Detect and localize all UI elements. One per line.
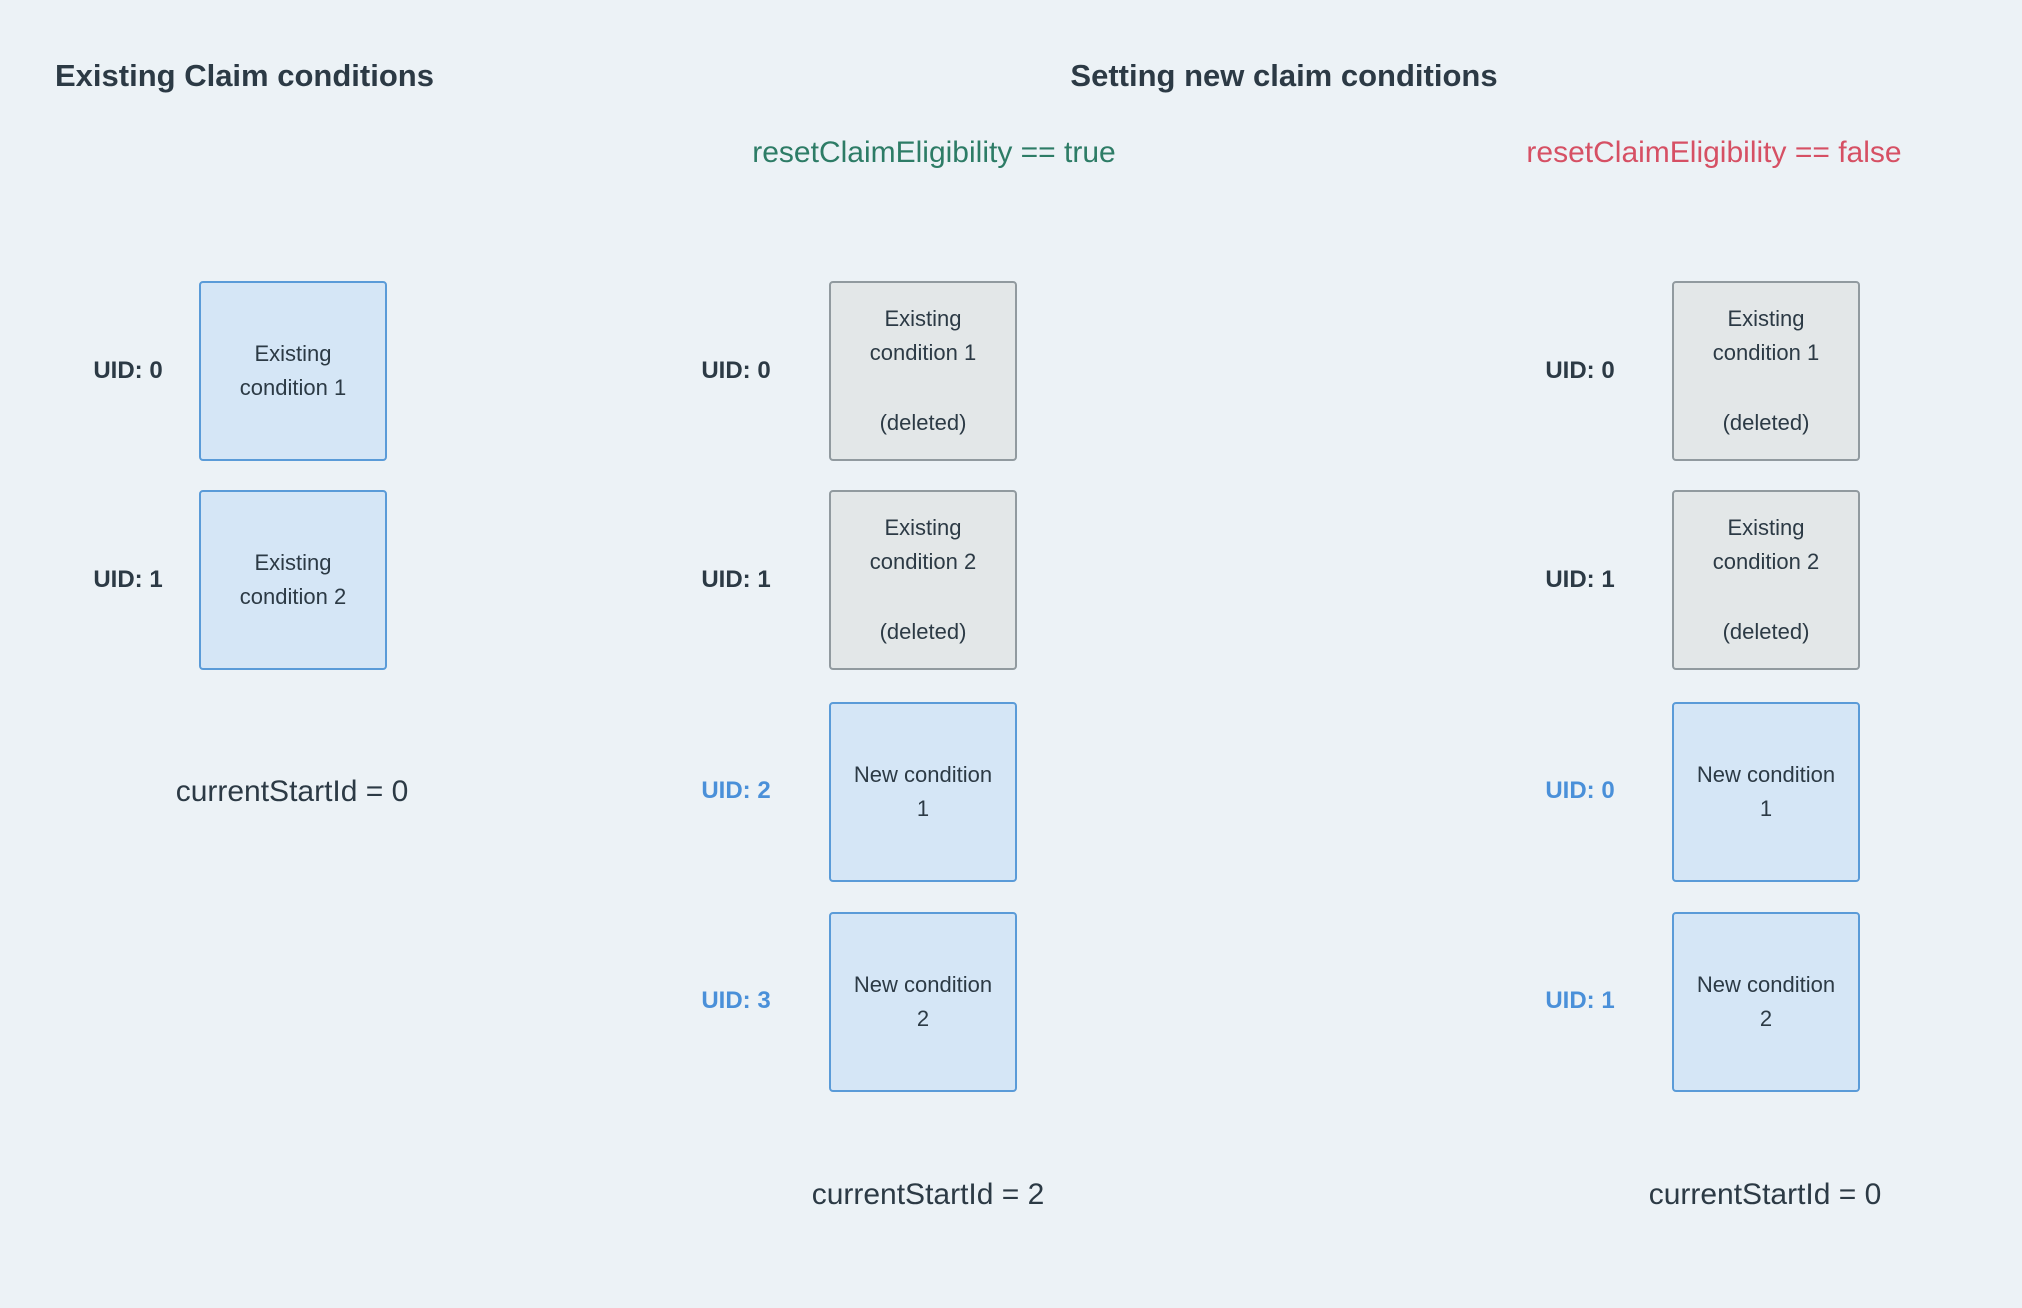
condition-deleted-status: (deleted) <box>1722 410 1810 435</box>
condition-box-label: Existing condition 1 <box>1712 306 1820 365</box>
uid-label: UID: 1 <box>701 566 771 593</box>
condition-box-label: Existing condition 2 <box>869 515 977 574</box>
condition-box-label: Existing condition 1 <box>239 341 347 400</box>
condition-box-label: Existing condition 1 <box>869 306 977 365</box>
uid-label: UID: 2 <box>701 777 771 804</box>
title-existing-claim-conditions: Existing Claim conditions <box>55 58 434 93</box>
condition-box: Existing condition 1 (deleted) <box>1672 281 1860 461</box>
condition-box: Existing condition 2 <box>199 490 387 670</box>
condition-box: New condition 1 <box>1672 702 1860 882</box>
current-start-id-label: currentStartId = 0 <box>175 775 409 808</box>
condition-deleted-status: (deleted) <box>879 619 967 644</box>
uid-label: UID: 1 <box>93 566 163 593</box>
uid-label: UID: 1 <box>1545 566 1615 593</box>
condition-box: New condition 2 <box>829 912 1017 1092</box>
condition-deleted-status: (deleted) <box>1722 619 1810 644</box>
condition-box-label: New condition 1 <box>853 762 993 821</box>
uid-label: UID: 0 <box>1545 357 1615 384</box>
scenario-label-reset-true: resetClaimEligibility == true <box>752 136 1116 169</box>
condition-box-label: Existing condition 2 <box>1712 515 1820 574</box>
title-setting-new-claim-conditions: Setting new claim conditions <box>1070 58 1498 93</box>
condition-box-label: Existing condition 2 <box>239 550 347 609</box>
condition-box: Existing condition 2 (deleted) <box>829 490 1017 670</box>
uid-label: UID: 0 <box>1545 777 1615 804</box>
condition-box: Existing condition 1 (deleted) <box>829 281 1017 461</box>
condition-box-label: New condition 2 <box>1696 972 1836 1031</box>
condition-deleted-status: (deleted) <box>879 410 967 435</box>
uid-label: UID: 0 <box>701 357 771 384</box>
uid-label: UID: 1 <box>1545 987 1615 1014</box>
condition-box-label: New condition 1 <box>1696 762 1836 821</box>
scenario-label-reset-false: resetClaimEligibility == false <box>1526 136 1902 169</box>
current-start-id-label: currentStartId = 2 <box>811 1178 1045 1211</box>
uid-label: UID: 0 <box>93 357 163 384</box>
condition-box: Existing condition 1 <box>199 281 387 461</box>
condition-box: New condition 2 <box>1672 912 1860 1092</box>
uid-label: UID: 3 <box>701 987 771 1014</box>
condition-box-label: New condition 2 <box>853 972 993 1031</box>
current-start-id-label: currentStartId = 0 <box>1648 1178 1882 1211</box>
condition-box: New condition 1 <box>829 702 1017 882</box>
condition-box: Existing condition 2 (deleted) <box>1672 490 1860 670</box>
